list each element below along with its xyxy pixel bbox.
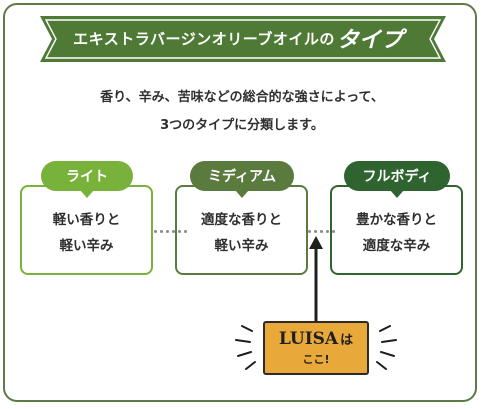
banner-ribbon [40, 16, 446, 62]
type-desc-line-1: 豊かな香りと [356, 212, 437, 228]
type-label-light: ライト [41, 161, 133, 198]
intro-line-1: 香り、辛み、苦味などの総合的な強さによって、 [100, 90, 384, 105]
type-label-medium: ミディアム [190, 161, 294, 198]
type-card-light: 軽い香りと 軽い辛み [20, 185, 153, 275]
connector-dots [308, 229, 335, 233]
banner-title-emphasis: タイプ [336, 28, 403, 53]
callout-sub: ここ! [302, 353, 330, 366]
type-card-full-body: 豊かな香りと 適度な辛み [330, 185, 463, 275]
type-desc-line-2: 軽い辛み [59, 238, 114, 254]
type-desc-line-2: 軽い辛み [214, 238, 269, 254]
type-desc-line-1: 適度な香りと [201, 212, 282, 228]
callout-particle: は [340, 333, 354, 348]
intro-line-2: 3つのタイプに分類します。 [160, 118, 324, 133]
type-label-full-body: フルボディ [344, 161, 450, 198]
title-banner: エキストラバージンオリーブオイルの タイプ [0, 14, 484, 66]
banner-title: エキストラバージンオリーブオイルの タイプ [58, 18, 418, 58]
banner-title-main: エキストラバージンオリーブオイルの [73, 29, 335, 48]
intro-text: 香り、辛み、苦味などの総合的な強さによって、 3つのタイプに分類します。 [0, 84, 484, 140]
connector-dots [154, 229, 187, 233]
type-desc-line-2: 適度な辛み [362, 238, 431, 254]
callout-brand-name: LUISA [278, 329, 339, 349]
type-card-medium: 適度な香りと 軽い辛み [175, 185, 308, 275]
type-desc-line-1: 軽い香りと [52, 212, 121, 228]
